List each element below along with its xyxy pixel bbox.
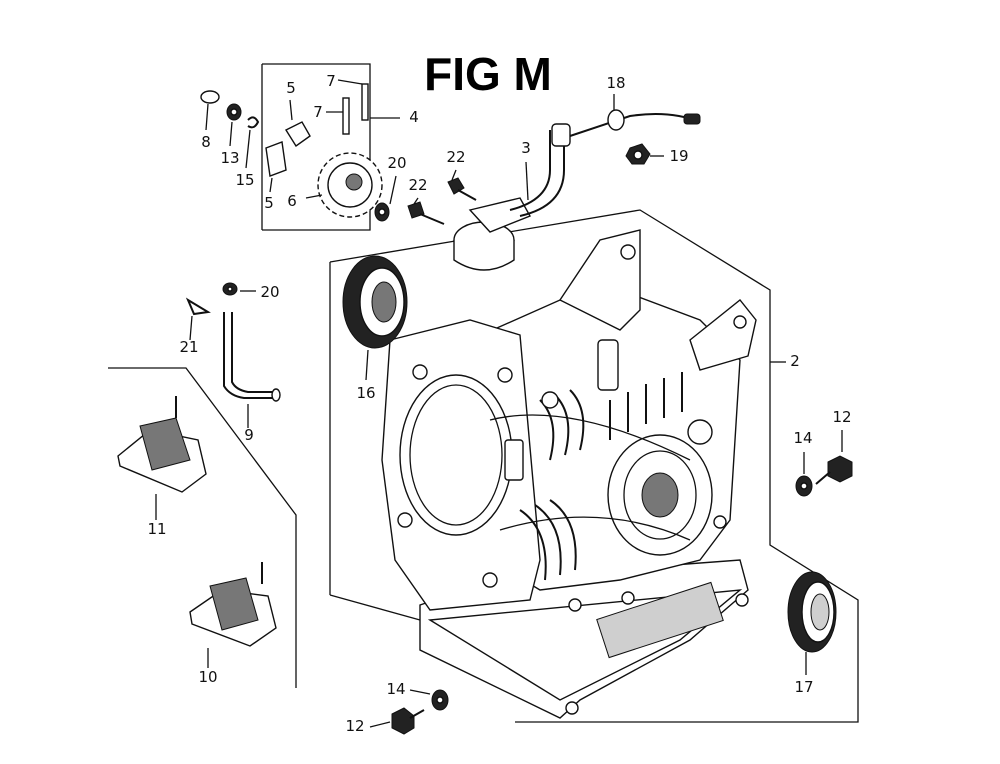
callout-7: 7 [326,72,336,90]
callout-5: 5 [286,79,296,97]
callout-14: 14 [386,680,405,698]
callout-20: 20 [387,154,406,172]
washer-20-top [374,175,397,222]
callout-11: 11 [147,520,166,538]
bracket-mounts [108,367,297,688]
callout-16: 16 [356,384,375,402]
callout-10: 10 [198,668,217,686]
callout-20: 20 [260,283,279,301]
washer-14-bottom [409,689,449,711]
small-parts-8-13-15 [200,90,260,169]
callout-19: 19 [669,147,688,165]
oil-switch-wire-18 [569,94,701,137]
callout-17: 17 [794,678,813,696]
bracket-item-2 [329,209,859,723]
bolt-12-bottom [369,707,425,735]
callout-3: 3 [521,139,531,157]
callout-5: 5 [264,194,274,212]
callout-22: 22 [408,176,427,194]
callout-12: 12 [832,408,851,426]
callout-15: 15 [235,171,254,189]
callout-6: 6 [287,192,297,210]
callout-12: 12 [345,717,364,735]
washer-14-right [795,452,813,497]
oil-seal-16 [342,255,408,381]
figure-title: FIG M [424,48,552,100]
washer-20-left [222,282,256,296]
callout-8: 8 [201,133,211,151]
oil-pipe-9 [223,312,281,428]
callout-4: 4 [409,108,419,126]
callout-2: 2 [790,352,800,370]
callout-14: 14 [793,429,812,447]
engine-mount-10 [189,562,277,668]
callout-18: 18 [606,74,625,92]
oil-seal-17 [787,571,837,675]
callout-13: 13 [220,149,239,167]
nut-19 [625,143,664,165]
clip-21 [185,297,211,341]
breather-assembly-3 [453,123,571,271]
callout-21: 21 [179,338,198,356]
callout-7: 7 [313,103,323,121]
bolts-22 [407,169,477,225]
oil-pump-assembly [265,79,383,218]
crankcase [381,229,757,719]
engine-mount-11 [117,396,207,520]
callout-9: 9 [244,426,254,444]
callout-22: 22 [446,148,465,166]
bolt-12-right [815,430,853,485]
